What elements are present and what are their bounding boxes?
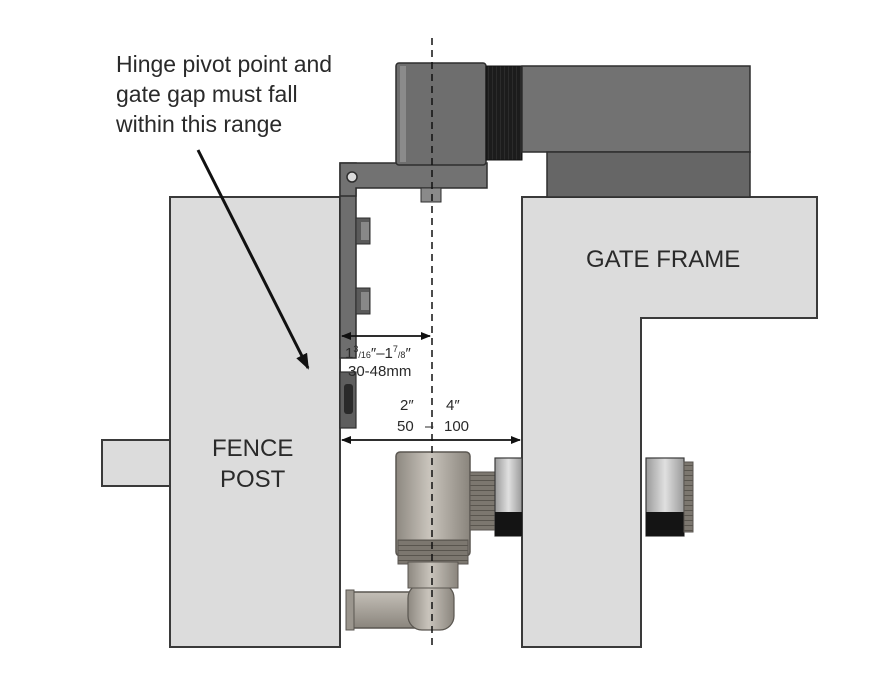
hinge-spring-knurl (485, 65, 523, 161)
annotation-line-2: gate gap must fall (116, 81, 298, 107)
annotation-line-3: within this range (115, 111, 282, 137)
fence-post-label-line-2: POST (220, 466, 286, 493)
gate-gap-metric-min: 50 (397, 418, 414, 435)
gate-gap-metric-max: 100 (444, 418, 469, 435)
pivot-offset-label: 13/16″–17/8″ (345, 344, 411, 362)
top-hinge-gate-block (521, 65, 751, 198)
gate-gap-dash: – (425, 418, 434, 435)
fence-post (169, 196, 341, 648)
gate-gap-imperial-min: 2″ (400, 397, 414, 414)
gate-gap-imperial-max: 4″ (446, 397, 460, 414)
top-hinge-barrel (395, 62, 487, 166)
fence-rail (101, 439, 175, 487)
top-hinge-bracket (339, 162, 488, 359)
pivot-offset-metric: 30-48mm (348, 363, 411, 380)
closer-threaded-stud (469, 471, 497, 531)
fence-post-label-line-1: FENCE (212, 435, 293, 462)
closer-body (395, 451, 471, 589)
post-fastener (339, 371, 357, 429)
gate-frame-label: GATE FRAME (586, 246, 740, 273)
callout-arrow (196, 149, 310, 370)
gate-inner-nut (645, 457, 694, 537)
annotation-line-1: Hinge pivot point and (116, 51, 332, 77)
gate-side-nut (494, 457, 523, 537)
gate-frame (521, 196, 818, 648)
